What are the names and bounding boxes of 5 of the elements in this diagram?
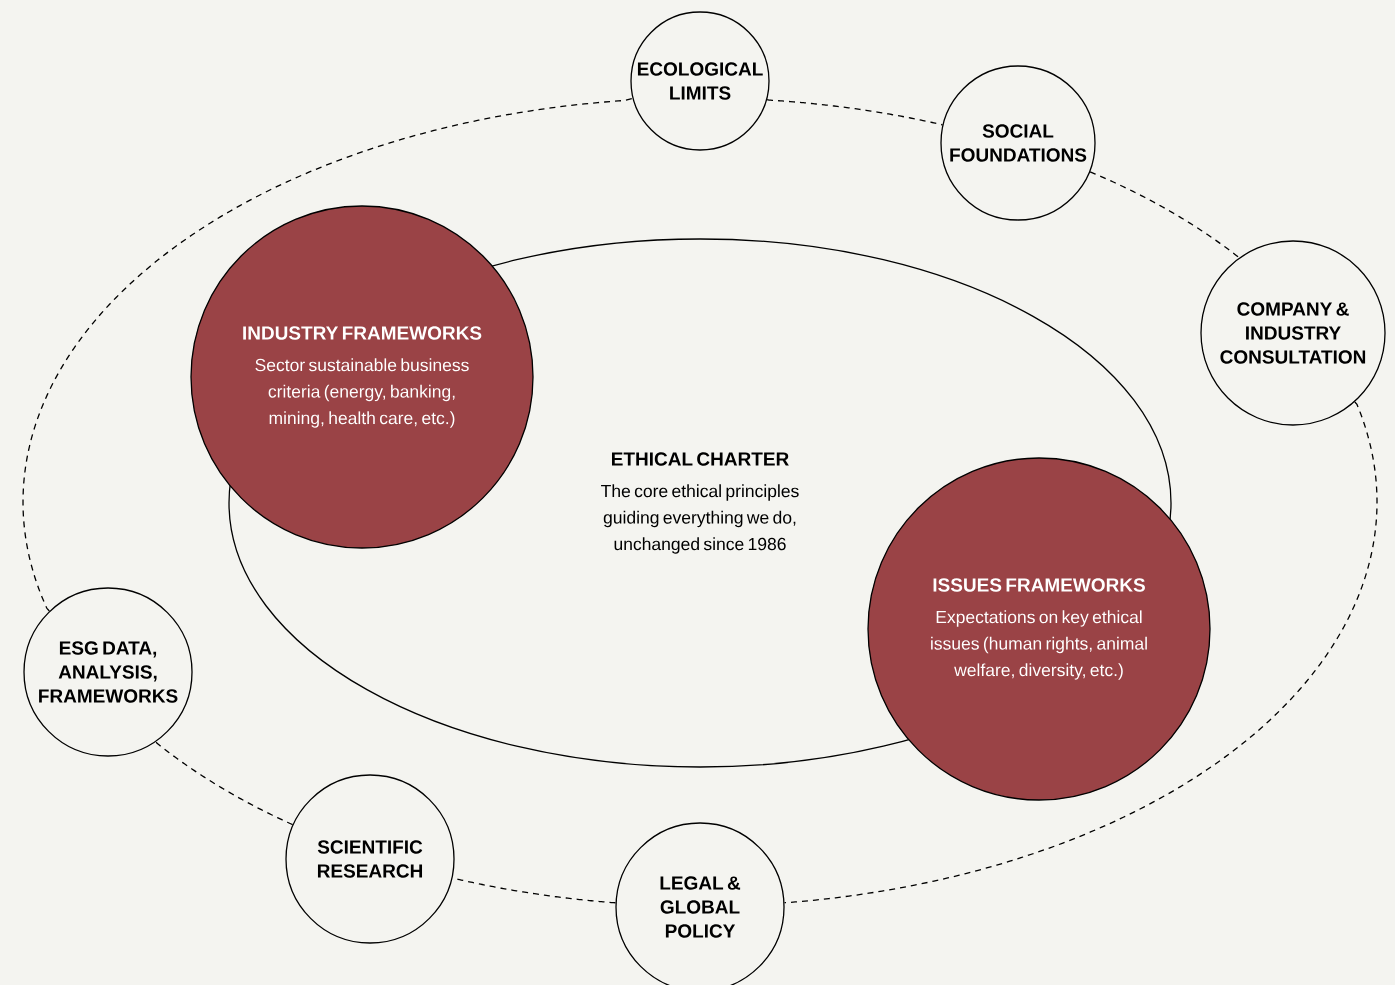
dashed-connector [783, 401, 1378, 904]
dashed-connector [766, 98, 944, 126]
dashed-connector [155, 741, 294, 826]
dashed-connector [1089, 171, 1240, 259]
dashed-connector [22, 97, 634, 612]
